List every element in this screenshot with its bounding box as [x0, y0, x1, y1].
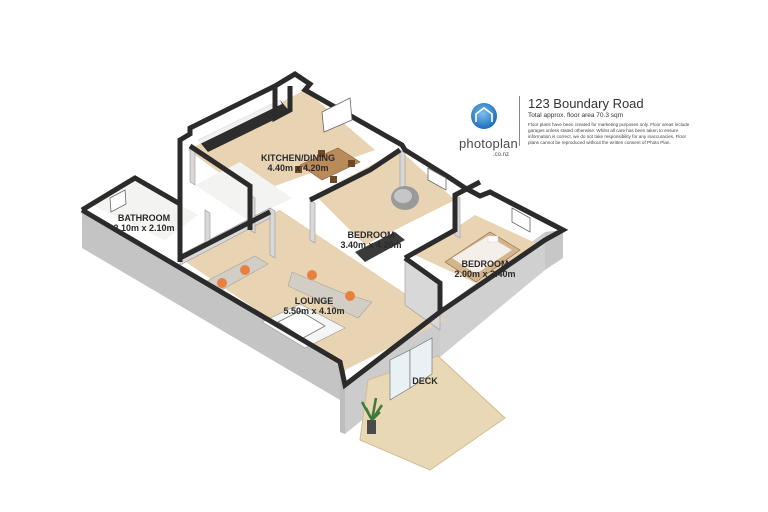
brand-domain: .co.nz — [493, 152, 510, 158]
kitchen-bench-top — [198, 100, 282, 144]
windows — [109, 97, 531, 233]
wall-outlines — [80, 71, 569, 390]
kitchen-bench — [198, 100, 290, 152]
bed-dark-base — [355, 232, 405, 262]
kitchen-label: KITCHEN/DINING — [261, 153, 335, 163]
bedroom-2-label: BEDROOM — [462, 259, 509, 269]
lounge-size: 5.50m x 4.10m — [283, 306, 344, 316]
bedroom-1-size: 3.40m x 4.20m — [340, 240, 401, 250]
house-drop-logo-icon — [471, 103, 497, 129]
bathroom-size: 2.10m x 2.10m — [113, 223, 174, 233]
property-address: 123 Boundary Road — [528, 96, 644, 111]
potted-plant — [360, 397, 384, 434]
disclaimer-text: Floor plans have been created for market… — [528, 122, 690, 145]
deck-label: DECK — [412, 376, 438, 386]
property-info: 123 Boundary Road Total approx. floor ar… — [519, 96, 698, 146]
bedroom-2-size: 2.00m x 3.40m — [454, 269, 515, 279]
floor-area: Total approx. floor area 70.3 sqm — [528, 112, 624, 119]
bathroom-label: BATHROOM — [118, 213, 170, 223]
lounge-furniture — [204, 255, 373, 349]
lounge-label: LOUNGE — [295, 296, 334, 306]
dining-table — [295, 147, 361, 183]
bed — [444, 231, 521, 283]
armchair — [391, 186, 419, 210]
sliding-doors — [389, 337, 433, 401]
brand-logo: photoplan .co.nz — [453, 100, 523, 160]
kitchen-size: 4.40m x 4.20m — [267, 163, 328, 173]
bedroom-1-label: BEDROOM — [348, 230, 395, 240]
brand-name: photoplan — [459, 136, 518, 151]
